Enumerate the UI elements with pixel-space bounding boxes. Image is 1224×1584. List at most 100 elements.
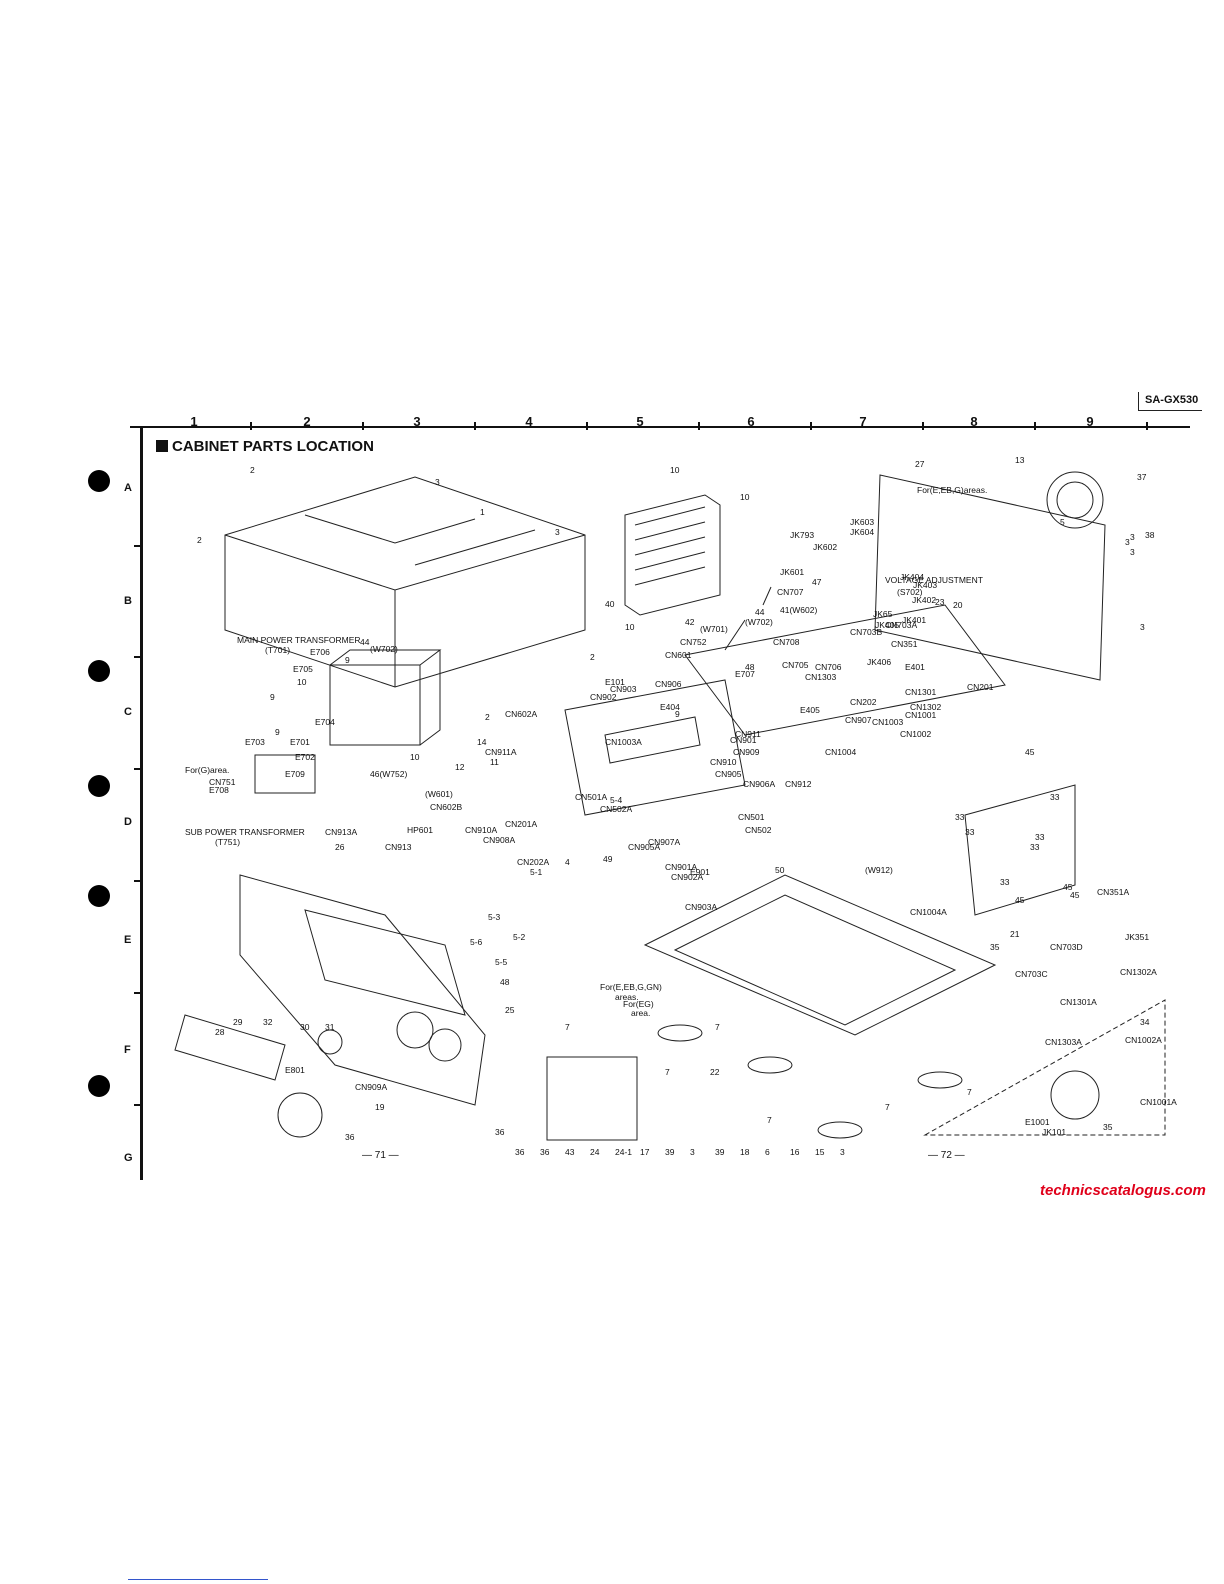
label-sub-transformer: SUB POWER TRANSFORMER [185,827,305,837]
top-cover [224,476,586,688]
part-callout: 22 [710,1067,720,1077]
part-callout: JK601 [780,567,804,577]
model-label: SA-GX530 [1138,392,1203,411]
part-callout: 5 [1060,517,1065,527]
part-callout: CN705 [782,660,809,670]
part-callout: 3 [435,477,440,487]
part-callout: JK401 [902,615,926,625]
part-callout: CN1001 [905,710,936,720]
part-callout: E1001 [1025,1117,1050,1127]
part-callout: CN706 [815,662,842,672]
label-areas: areas. [615,992,639,1002]
part-callout: 4 [565,857,570,867]
part-callout: 7 [715,1022,720,1032]
part-callout: 31 [325,1022,335,1032]
part-callout: 42 [685,617,695,627]
main-transformer [329,664,421,746]
part-callout: 33 [955,812,965,822]
part-callout: CN1302 [910,702,941,712]
part-callout: 5-5 [495,957,508,967]
part-callout: 7 [565,1022,570,1032]
part-callout: CN703C [1015,969,1048,979]
label-for-eg: For(EG) [623,999,654,1009]
accessory-box [546,1056,638,1141]
title-text: CABINET PARTS LOCATION [172,438,374,455]
part-callout: 45 [1015,895,1025,905]
part-callout: CN1301A [1060,997,1097,1007]
part-callout: CN902A [671,872,703,882]
footer-line [128,1579,268,1580]
part-callout: 45 [1025,747,1035,757]
chassis [643,874,997,1036]
part-callout: 33 [965,827,975,837]
part-callout: 17 [640,1147,650,1157]
part-callout: CN1301 [905,687,936,697]
part-callout: 33 [1050,792,1060,802]
grid-tick [1146,422,1148,430]
part-callout: 23 [935,597,945,607]
part-callout: 49 [603,854,613,864]
exploded-view-diagram: MAIN POWER TRANSFORMER (T701) SUB POWER … [174,455,1177,1157]
part-callout: 35 [990,942,1000,952]
part-callout: 43 [565,1147,575,1157]
label-area: area. [631,1008,650,1018]
part-callout: 7 [665,1067,670,1077]
part-callout: CN201 [967,682,994,692]
part-callout: CN905 [715,769,742,779]
part-callout: 2 [590,652,595,662]
part-callout: E101 [605,677,625,687]
column-label: 7 [859,414,867,429]
part-callout: 2 [485,712,490,722]
part-callout: (W701) [700,624,728,634]
part-callouts: 122332210101040109910944(W702)E706E705E7… [197,455,1177,1157]
part-callout: (W912) [865,865,893,875]
part-callout: 7 [885,1102,890,1112]
part-callout: 20 [953,600,963,610]
part-callout: CN908A [483,835,515,845]
part-callout: CN752 [680,637,707,647]
binder-hole [88,660,110,682]
part-callout: 2 [250,465,255,475]
part-callout: CN906A [743,779,775,789]
part-callout: CN910A [465,825,497,835]
part-callout: 33 [1000,877,1010,887]
part-callout: 15 [815,1147,825,1157]
part-callout: 3 [1125,537,1130,547]
row-label: B [124,595,132,607]
part-callout: CN703A [885,620,917,630]
column-label: 1 [190,414,198,429]
part-callout: 7 [767,1115,772,1125]
label-main-transformer-ref: (T701) [265,645,290,655]
label-voltage-adjustment: VOLTAGE ADJUSTMENT [885,575,983,585]
part-callout: 3 [840,1147,845,1157]
heatsink-upper [624,494,721,616]
part-callout: 3 [1130,547,1135,557]
part-callout: 34 [1140,1017,1150,1027]
part-callout: CN907A [648,837,680,847]
column-label: 4 [525,414,533,429]
part-callout: 36 [540,1147,550,1157]
part-callout: 3 [1140,622,1145,632]
part-callout: 10 [740,492,750,502]
part-callout: CN1303 [805,672,836,682]
part-callout: E706 [310,647,330,657]
part-callout: CN1001A [1140,1097,1177,1107]
part-callout: 21 [1010,929,1020,939]
label-main-transformer: MAIN POWER TRANSFORMER [237,635,361,645]
label-for-eebggn: For(E,EB,G,GN) [600,982,662,992]
part-callout: CN708 [773,637,800,647]
part-callout: CN912 [785,779,812,789]
part-callout: 10 [297,677,307,687]
grid-tick [586,422,588,430]
part-callout: 5-6 [470,937,483,947]
part-callout: 39 [665,1147,675,1157]
part-callout: E901 [690,867,710,877]
part-callout: JK101 [1042,1127,1066,1137]
part-callout: E702 [295,752,315,762]
part-callout: 36 [515,1147,525,1157]
grid-tick [922,422,924,430]
part-callout: CN909A [355,1082,387,1092]
part-callout: HP601 [407,825,433,835]
part-callout: CN905A [628,842,660,852]
column-label: 6 [747,414,755,429]
